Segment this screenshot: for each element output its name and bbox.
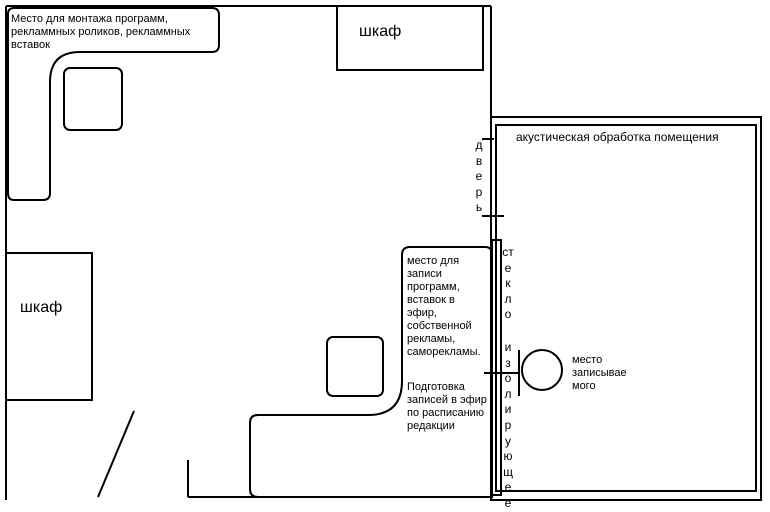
cabinet-left-label: шкаф <box>20 299 63 316</box>
cabinet-top <box>336 5 484 71</box>
editing-desk <box>7 7 220 201</box>
editing-area-label: Место для монтажа программ, рекламмных р… <box>11 13 191 51</box>
entrance-door-line <box>97 410 135 498</box>
recording-desk <box>249 246 493 498</box>
acoustic-treatment-label: акустическая обработка помещения <box>516 130 719 144</box>
chair-recording <box>326 336 384 397</box>
recording-area-label: место для записи программ, вставок в эфи… <box>407 255 481 358</box>
recording-booth-outer <box>490 116 762 501</box>
recording-booth-inner <box>495 124 757 492</box>
cabinet-top-label: шкаф <box>359 23 402 40</box>
chair-editing <box>63 67 123 131</box>
cabinet-left <box>5 252 93 401</box>
recording-spot-label: место записывае мого <box>572 354 627 392</box>
glass-label: стекло <box>502 245 514 322</box>
preparation-label: Подготовка записей в эфир по расписанию … <box>407 381 487 432</box>
recording-spot-circle <box>521 349 563 391</box>
insulated-label: изолирующее <box>503 340 513 510</box>
door-label: дверь <box>475 138 483 215</box>
